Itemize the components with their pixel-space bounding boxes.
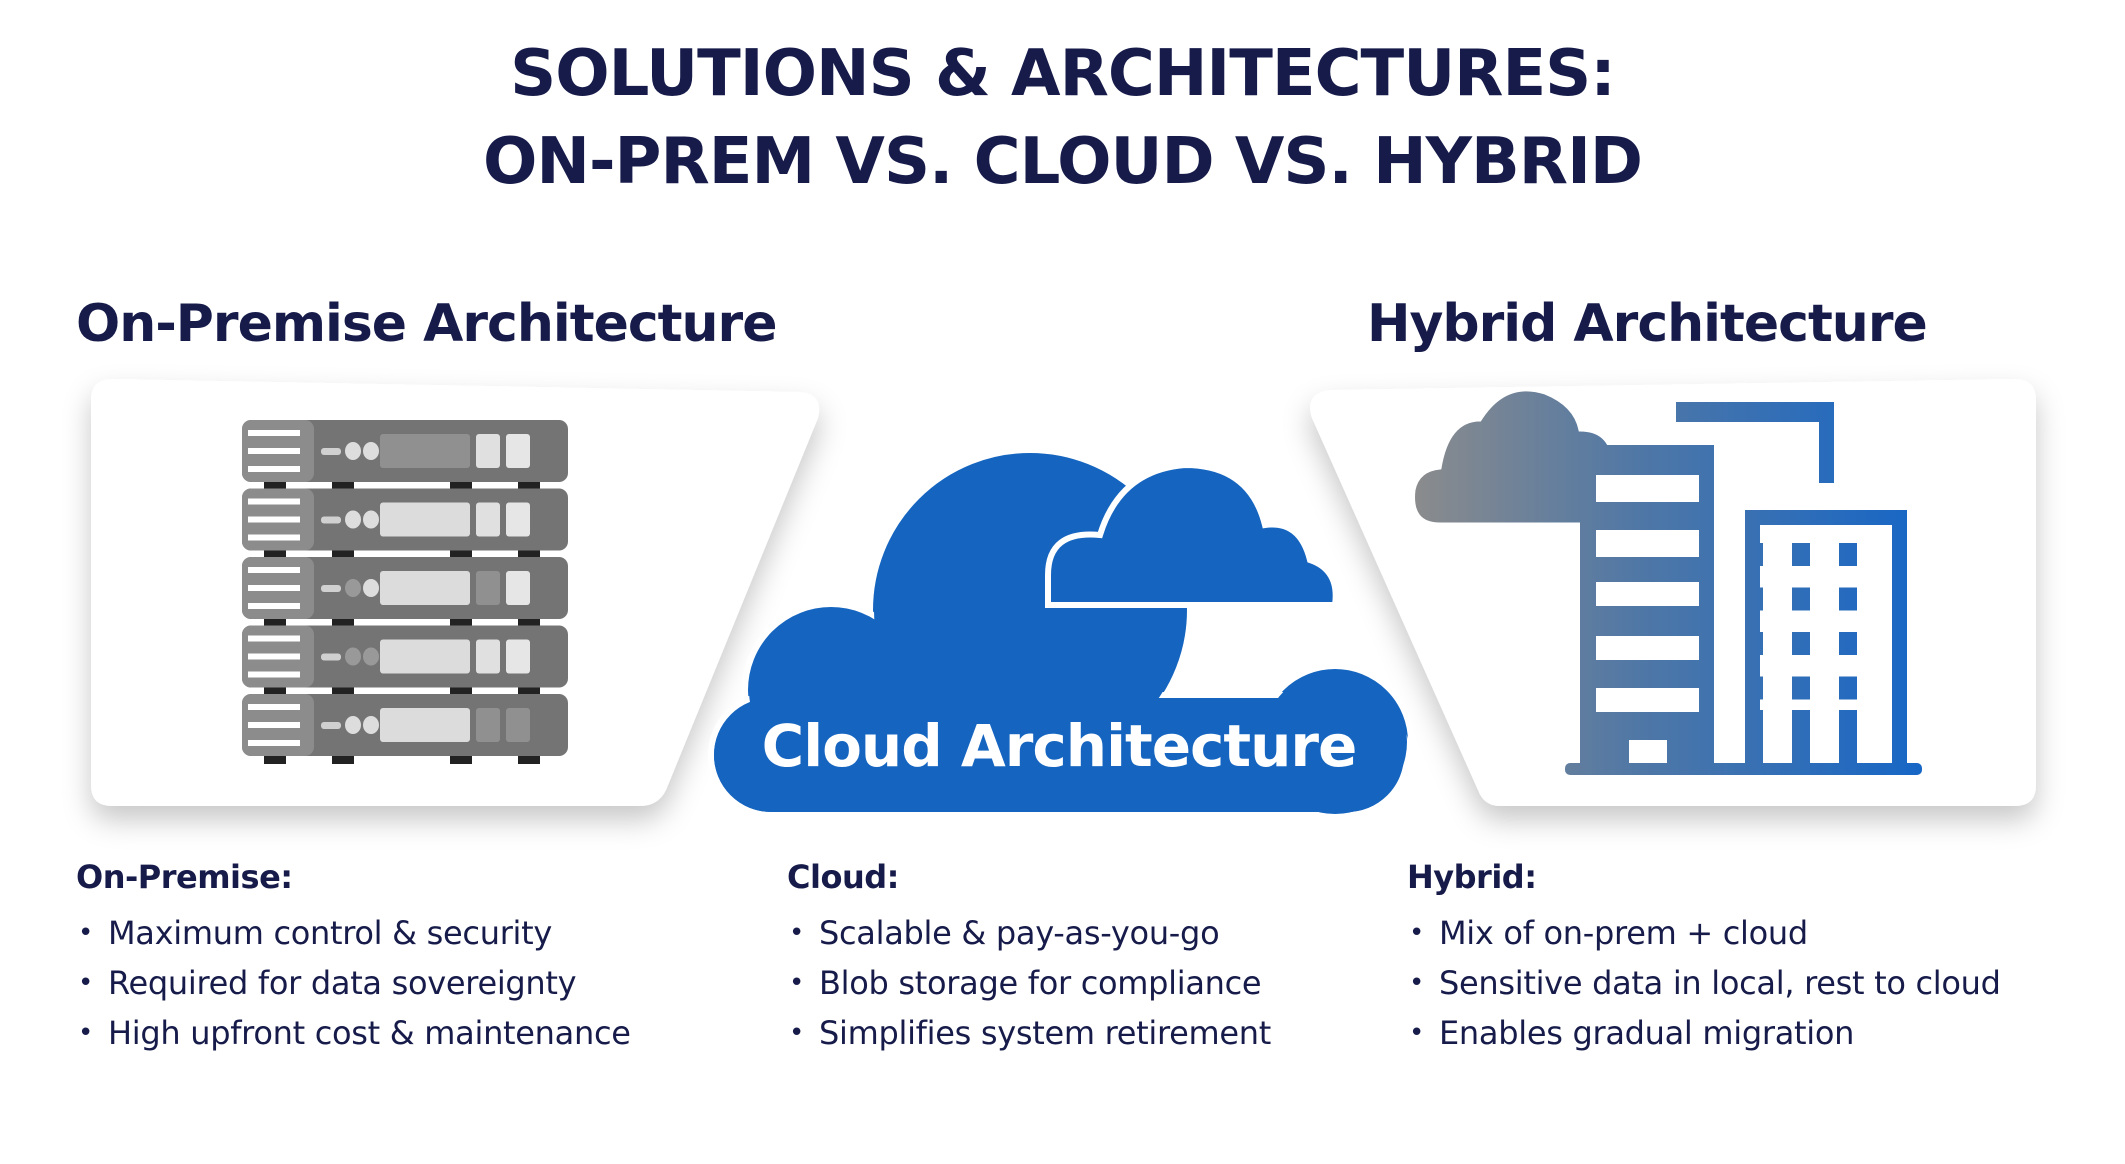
- list-item: Simplifies system retirement: [787, 1008, 1271, 1058]
- list-item: Scalable & pay-as-you-go: [787, 908, 1271, 958]
- onprem-section-title: On-Premise Architecture: [76, 294, 777, 354]
- cloud-icon: [708, 447, 1414, 821]
- list-item: Maximum control & security: [76, 908, 631, 958]
- list-item: Enables gradual migration: [1407, 1008, 2001, 1058]
- list-item: High upfront cost & maintenance: [76, 1008, 631, 1058]
- cloud-section-title: Cloud Architecture: [761, 712, 1358, 780]
- list-item: Sensitive data in local, rest to cloud: [1407, 958, 2001, 1008]
- page-title-line2: ON-PREM VS. CLOUD VS. HYBRID: [483, 125, 1643, 199]
- page-title-line1: SOLUTIONS & ARCHITECTURES:: [510, 37, 1616, 111]
- list-item: Required for data sovereignty: [76, 958, 631, 1008]
- list-item: Blob storage for compliance: [787, 958, 1271, 1008]
- list-item: Mix of on-prem + cloud: [1407, 908, 2001, 958]
- hybrid-section-title: Hybrid Architecture: [1367, 294, 1928, 354]
- onprem-heading: On-Premise:: [76, 858, 293, 896]
- cloud-heading: Cloud:: [787, 858, 899, 896]
- server-rack-icon: [242, 420, 568, 764]
- hybrid-building-cloud-icon: [1412, 388, 1922, 775]
- hybrid-heading: Hybrid:: [1407, 858, 1537, 896]
- onprem-summary: On-Premise: Maximum control & security R…: [76, 858, 631, 1058]
- cloud-summary: Cloud: Scalable & pay-as-you-go Blob sto…: [787, 858, 1271, 1058]
- hybrid-summary: Hybrid: Mix of on-prem + cloud Sensitive…: [1407, 858, 2001, 1058]
